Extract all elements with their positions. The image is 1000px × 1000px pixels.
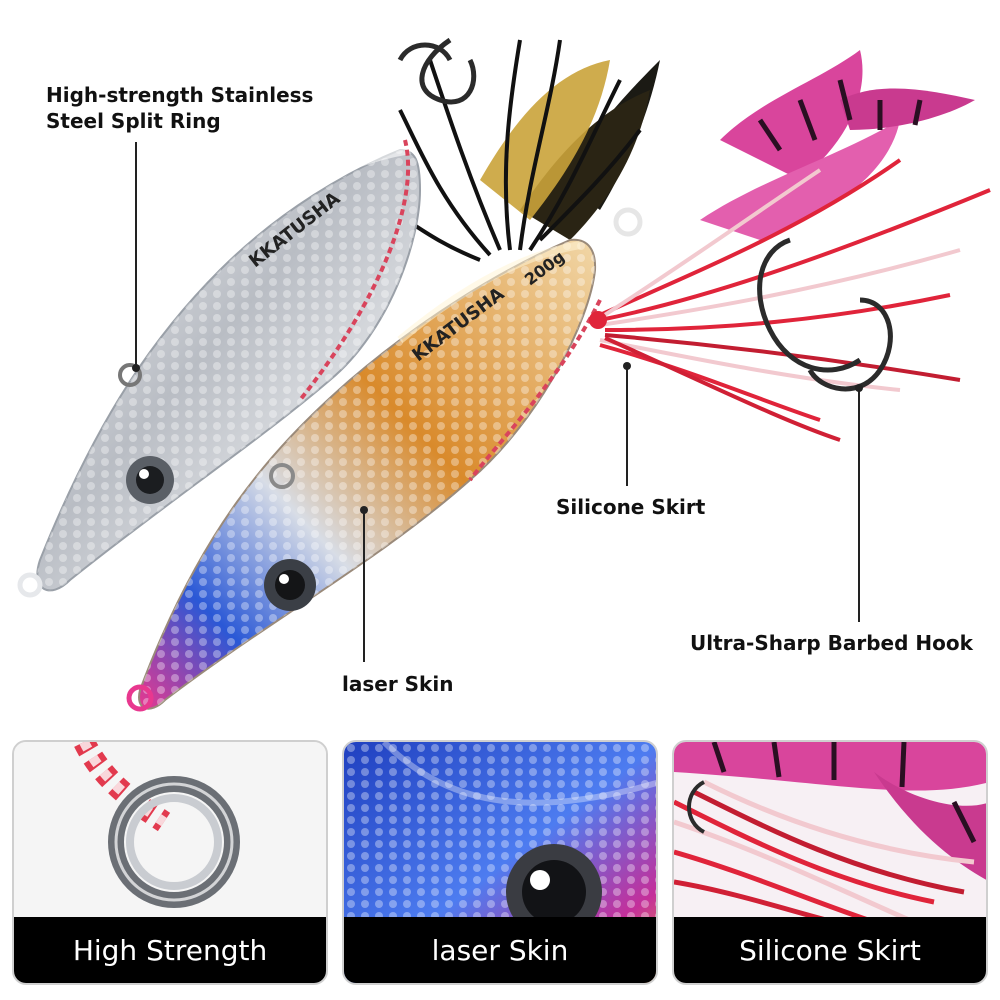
panel-label-high-strength: High Strength <box>14 917 326 983</box>
leader-hook-dot <box>855 384 863 392</box>
callout-split-ring-line1: High-strength Stainless <box>46 83 314 107</box>
leader-laser-skin-dot <box>360 506 368 514</box>
leader-laser-skin <box>363 512 365 662</box>
red-silicone-skirt <box>598 158 991 442</box>
panel-label-laser-skin: laser Skin <box>344 917 656 983</box>
jig-lure-illustration: KKATUSHA KKATUSHA 200g <box>17 37 991 712</box>
pink-skirt <box>700 50 975 240</box>
callout-silicone-skirt: Silicone Skirt <box>556 495 706 519</box>
silver-jig: KKATUSHA <box>17 139 422 598</box>
leader-silicone-skirt-dot <box>623 362 631 370</box>
panel-label-silicone-skirt: Silicone Skirt <box>674 917 986 983</box>
leader-silicone-skirt <box>626 368 628 486</box>
callout-split-ring-line2: Steel Split Ring <box>46 109 221 133</box>
black-gold-skirt <box>389 39 660 262</box>
callout-split-ring: High-strength Stainless Steel Split Ring <box>46 82 313 134</box>
leader-split-ring-dot <box>132 364 140 372</box>
detail-panel-high-strength: High Strength <box>12 740 328 985</box>
leader-split-ring <box>135 142 137 370</box>
callout-laser-skin: laser Skin <box>342 672 454 696</box>
detail-panel-silicone-skirt: Silicone Skirt <box>672 740 988 985</box>
callout-hook: Ultra-Sharp Barbed Hook <box>690 631 973 655</box>
barbed-hooks <box>397 37 893 392</box>
detail-panel-laser-skin: laser Skin <box>342 740 658 985</box>
leader-hook <box>858 390 860 622</box>
laser-skin-jig: KKATUSHA 200g <box>126 207 643 712</box>
